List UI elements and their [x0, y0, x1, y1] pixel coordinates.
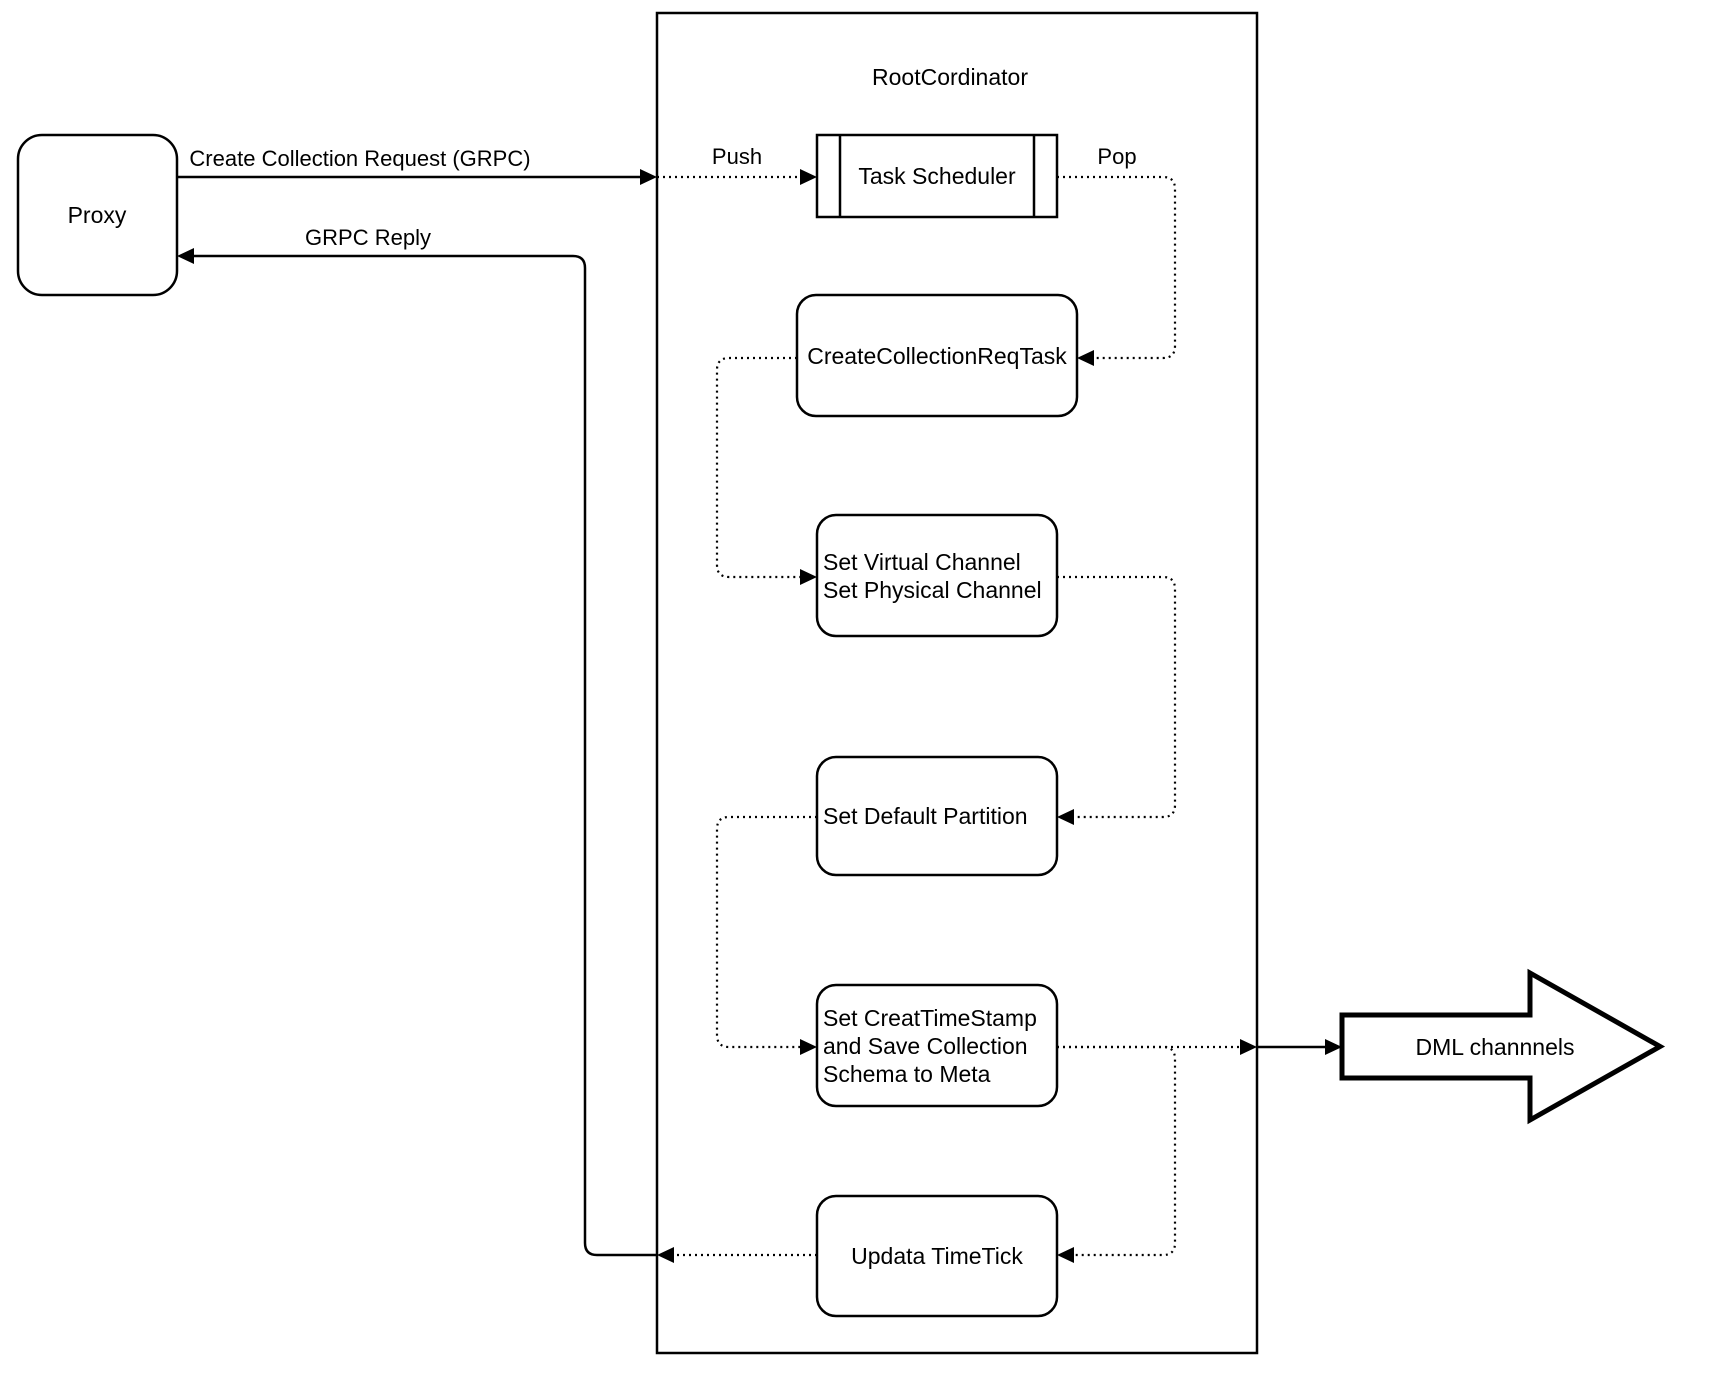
- dml-channels-node: DML channnels: [1339, 968, 1666, 1125]
- push-arrowhead: [800, 169, 817, 185]
- task-scheduler-box: [815, 133, 1059, 219]
- set-virtual-channel-label: Set Virtual Channel: [823, 549, 1021, 575]
- set-default-partition-node: Set Default Partition: [815, 755, 1059, 877]
- grpc-reply-edge: GRPC Reply: [177, 225, 657, 1257]
- set-creat-timestamp-box: [815, 983, 1059, 1108]
- pop-edge: Pop: [1057, 144, 1177, 366]
- pop-label: Pop: [1097, 144, 1136, 169]
- set-physical-channel-label: Set Physical Channel: [823, 577, 1042, 603]
- push-edge: Push: [657, 144, 817, 185]
- proxy-node: Proxy: [16, 133, 179, 297]
- setdefault-to-settimestamp-line: [715, 815, 817, 1049]
- set-creat-timestamp-line2: and Save Collection: [823, 1033, 1028, 1059]
- border-to-dml-arrowhead: [1325, 1039, 1342, 1055]
- proxy-box: [16, 133, 179, 297]
- root-coordinator-container: [655, 11, 1259, 1355]
- set-channels-node: Set Virtual Channel Set Physical Channel: [815, 513, 1059, 638]
- dml-channels-arrow-shape: [1339, 968, 1666, 1125]
- create-collection-req-task-label: CreateCollectionReqTask: [807, 343, 1067, 369]
- create-collection-request-arrowhead: [640, 169, 657, 185]
- settimestamp-to-updata-edge: [1057, 1045, 1177, 1263]
- settimestamp-to-updata-arrowhead: [1057, 1247, 1074, 1263]
- updata-timetick-label: Updata TimeTick: [851, 1243, 1023, 1269]
- grpc-reply-label: GRPC Reply: [305, 225, 431, 250]
- create-collection-req-task-box: [795, 293, 1079, 418]
- setdefault-to-settimestamp-edge: [715, 815, 817, 1055]
- task-scheduler-node: Task Scheduler: [815, 133, 1059, 219]
- reqtask-to-setchannels-edge: [715, 356, 817, 585]
- root-coordinator-title: RootCordinator: [872, 64, 1028, 90]
- set-creat-timestamp-node: Set CreatTimeStamp and Save Collection S…: [815, 983, 1059, 1108]
- border-to-dml-edge: [1257, 1039, 1342, 1055]
- set-creat-timestamp-line3: Schema to Meta: [823, 1061, 991, 1087]
- dml-channels-label: DML channnels: [1416, 1034, 1575, 1060]
- setchannels-to-setdefault-line: [1057, 575, 1177, 819]
- create-collection-request-edge: Create Collection Request (GRPC): [177, 146, 657, 185]
- create-collection-req-task-node: CreateCollectionReqTask: [795, 293, 1079, 418]
- set-creat-timestamp-line1: Set CreatTimeStamp: [823, 1005, 1037, 1031]
- setdefault-to-settimestamp-arrowhead: [800, 1039, 817, 1055]
- create-collection-request-label: Create Collection Request (GRPC): [189, 146, 530, 171]
- reqtask-to-setchannels-arrowhead: [800, 569, 817, 585]
- task-scheduler-label: Task Scheduler: [858, 163, 1016, 189]
- proxy-label: Proxy: [68, 202, 127, 228]
- set-channels-box: [815, 513, 1059, 638]
- setchannels-to-setdefault-edge: [1057, 575, 1177, 825]
- updata-timetick-node: Updata TimeTick: [815, 1194, 1059, 1318]
- push-label: Push: [712, 144, 762, 169]
- settimestamp-to-updata-line: [1057, 1045, 1177, 1257]
- grpc-reply-line: [193, 254, 657, 1257]
- grpc-reply-arrowhead: [177, 248, 194, 264]
- setchannels-to-setdefault-arrowhead: [1057, 809, 1074, 825]
- set-default-partition-label: Set Default Partition: [823, 803, 1028, 829]
- updata-to-border-edge: [657, 1247, 817, 1263]
- pop-arrowhead: [1077, 350, 1094, 366]
- updata-to-border-arrowhead: [657, 1247, 674, 1263]
- reqtask-to-setchannels-line: [715, 356, 801, 579]
- settimestamp-to-border-arrowhead: [1240, 1039, 1257, 1055]
